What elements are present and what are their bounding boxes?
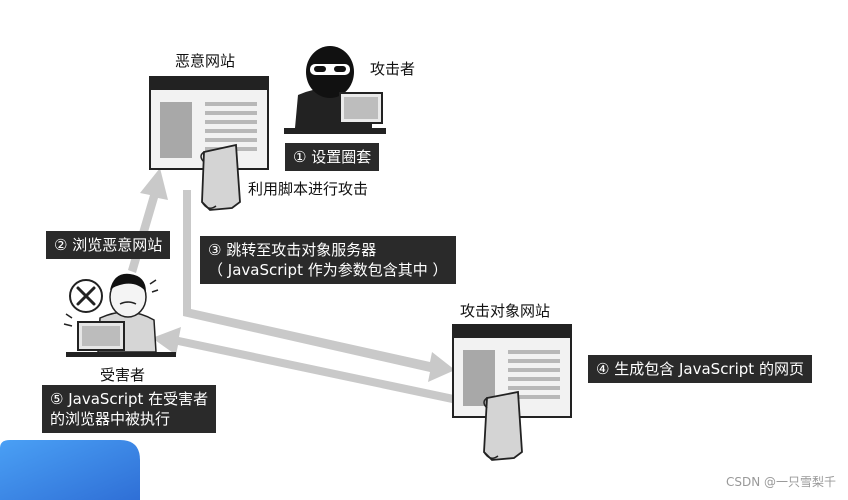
step5-line1: ⑤ JavaScript 在受害者 [50, 390, 209, 408]
step4-label: ④ 生成包含 JavaScript 的网页 [588, 355, 812, 383]
corner-accent-shape [0, 440, 140, 500]
attacker-label: 攻击者 [370, 60, 416, 78]
step5-line2: 的浏览器中被执行 [50, 410, 171, 428]
attacker-figure [284, 46, 386, 134]
watermark-text: CSDN @一只雪梨千 [725, 475, 836, 489]
script-scroll-malicious [200, 143, 241, 211]
step1-label: ① 设置圈套 [285, 143, 380, 171]
victim-label: 受害者 [100, 366, 146, 384]
script-scroll-target [483, 390, 523, 461]
malicious-site-label: 恶意网站 [175, 52, 236, 70]
arrow-redirect-to-target [183, 190, 455, 382]
arrow-return-to-victim [152, 327, 454, 403]
step3-line2: （ JavaScript 作为参数包含其中 ） [208, 261, 448, 279]
script-attack-label: 利用脚本进行攻击 [248, 180, 369, 198]
step5-label: ⑤ JavaScript 在受害者 的浏览器中被执行 [42, 385, 217, 433]
step3-line1: ③ 跳转至攻击对象服务器 [208, 241, 377, 259]
target-site-label: 攻击对象网站 [460, 302, 551, 320]
step2-label: ② 浏览恶意网站 [46, 231, 171, 259]
victim-figure [63, 273, 176, 357]
step3-label: ③ 跳转至攻击对象服务器 （ JavaScript 作为参数包含其中 ） [200, 236, 456, 284]
